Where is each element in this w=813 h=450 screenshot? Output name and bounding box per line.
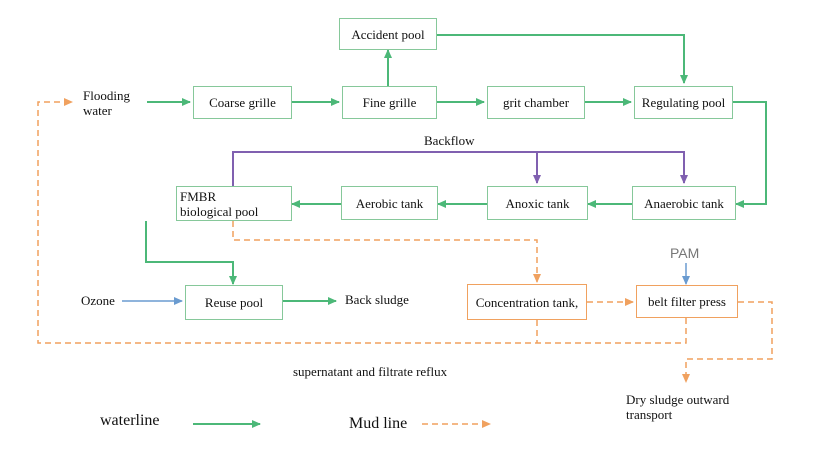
dry-sludge-label: Dry sludge outward transport [626, 392, 729, 422]
mud-fmbr-to-concentration [232, 221, 541, 283]
back-sludge-label: Back sludge [345, 292, 409, 307]
ozone-label: Ozone [81, 293, 115, 308]
anoxic-tank-box: Anoxic tank [487, 186, 588, 220]
legend-waterline-label: waterline [100, 412, 160, 429]
flooding-water-label: Flooding water [83, 88, 130, 118]
aerobic-tank-box: Aerobic tank [341, 186, 438, 220]
flooding-label-line2: water [83, 103, 112, 118]
fine-grille-box: Fine grille [342, 86, 437, 119]
accident-pool-label: Accident pool [351, 26, 425, 42]
flow-regulating-to-anaerobic [733, 101, 767, 208]
coarse-grille-box: Coarse grille [193, 86, 292, 119]
legend-mud-line-label: Mud line [349, 415, 408, 432]
mud-reflux-line [37, 98, 687, 344]
aerobic-tank-label: Aerobic tank [355, 195, 424, 211]
backflow-label: Backflow [424, 133, 475, 148]
reuse-pool-label: Reuse pool [204, 295, 264, 310]
mud-press-to-dry-sludge [682, 301, 773, 383]
fmbr-label-line1: FMBR [180, 189, 217, 204]
accident-pool-box: Accident pool [339, 18, 437, 50]
reuse-pool-box: Reuse pool [185, 285, 283, 320]
fine-grille-label: Fine grille [362, 95, 417, 110]
grit-chamber-box: grit chamber [487, 86, 585, 119]
flow-fmbr-to-reuse [145, 221, 237, 285]
dry-sludge-label-line2: transport [626, 407, 673, 422]
flooding-label-line1: Flooding [83, 88, 130, 103]
belt-filter-press-box: belt filter press [636, 285, 738, 318]
concentration-tank-box: Concentration tank, [467, 284, 587, 320]
concentration-tank-label: Concentration tank, [475, 294, 579, 310]
backflow-line [232, 151, 688, 186]
anaerobic-tank-label: Anaerobic tank [644, 195, 724, 211]
fmbr-biological-pool-box: FMBR biological pool [176, 186, 292, 221]
pam-label: PAM [670, 245, 700, 261]
grit-chamber-label: grit chamber [502, 95, 570, 110]
anoxic-tank-label: Anoxic tank [505, 195, 570, 211]
regulating-pool-box: Regulating pool [634, 86, 733, 119]
supernatant-reflux-label: supernatant and filtrate reflux [293, 364, 448, 379]
flow-accident-to-regulating [437, 34, 688, 84]
belt-filter-press-label: belt filter press [648, 294, 726, 309]
anaerobic-tank-box: Anaerobic tank [632, 186, 736, 220]
coarse-grille-label: Coarse grille [209, 95, 276, 110]
regulating-pool-label: Regulating pool [641, 95, 726, 110]
fmbr-label-line2: biological pool [180, 204, 259, 219]
dry-sludge-label-line1: Dry sludge outward [626, 392, 730, 407]
